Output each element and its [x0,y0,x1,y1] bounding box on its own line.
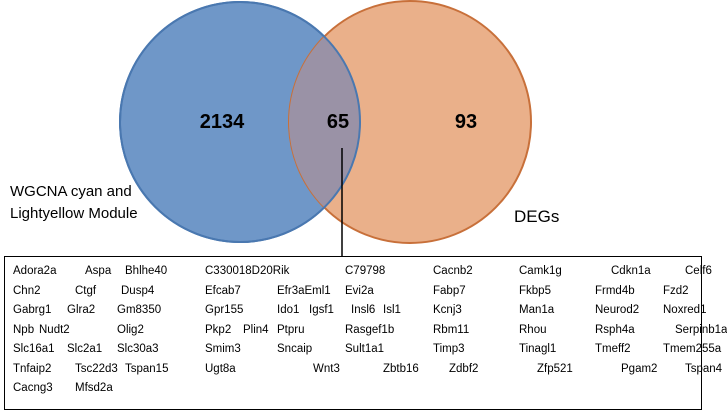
gene-name: Rhou [519,323,547,336]
gene-name: Gabrg1 [13,304,52,316]
set-b-label: DEGs [514,207,559,226]
gene-name: Cacng3 [13,382,53,394]
gene-name: Gpr155 [205,304,244,316]
gene-name: Tmem255a [663,343,722,355]
gene-name: Cacnb2 [433,265,473,277]
gene-name: Tspan4 [685,362,723,375]
gene-name: Insl6 [351,304,376,316]
gene-name: Mfsd2a [75,382,113,394]
overlap-count: 65 [327,111,349,133]
gene-name: Npb [13,323,35,336]
gene-name: Adora2a [13,265,57,277]
gene-name: Glra2 [67,304,96,316]
set-a-label-line-1: WGCNA cyan and [10,183,132,200]
gene-name: Bhlhe40 [125,265,168,277]
gene-name: Nudt2 [39,323,70,336]
only-a-count: 2134 [200,111,245,133]
gene-name: Rasgef1b [345,323,395,336]
gene-name: Wnt3 [313,362,340,375]
gene-name: Ptpru [277,323,305,336]
venn-diagram: 2134 65 93 WGCNA cyan and Lightyellow Mo… [10,0,559,257]
gene-name: Slc30a3 [117,343,159,355]
gene-name: Tsc22d3 [75,362,118,375]
gene-name: Pkp2 [205,323,232,336]
gene-name: Slc16a1 [13,343,55,355]
gene-name: Smim3 [205,343,241,355]
gene-name: Ido1 [277,304,300,316]
gene-name: Slc2a1 [67,343,103,355]
set-a-label-line-2: Lightyellow Module [10,205,138,222]
gene-name: Fabp7 [433,284,466,297]
gene-name: Dusp4 [121,284,155,297]
gene-name: Neurod2 [595,304,640,316]
gene-name: Isl1 [383,304,401,316]
gene-name: Chn2 [13,284,41,297]
gene-name: Celf6 [685,265,712,277]
gene-name: Pgam2 [621,362,658,375]
gene-name: Zbtb16 [383,362,419,375]
gene-name: Kcnj3 [433,304,462,316]
gene-name: Rsph4a [595,323,635,336]
gene-name: Fzd2 [663,284,689,297]
gene-name: Fkbp5 [519,284,551,297]
gene-name: Timp3 [433,343,465,355]
gene-name: Tinagl1 [519,343,557,355]
set-a-circle-edge [119,1,361,243]
gene-name: Ugt8a [205,362,236,375]
gene-name: Tspan15 [125,362,169,375]
only-b-count: 93 [455,111,477,133]
gene-name: Zdbf2 [449,362,479,375]
gene-name: Rbm11 [433,323,470,336]
gene-name: Plin4 [243,323,269,336]
gene-name: Igsf1 [309,304,334,316]
gene-name: Sult1a1 [345,343,385,355]
gene-name: Camk1g [519,265,562,277]
gene-name: C330018D20Rik [205,265,290,277]
gene-name: Tnfaip2 [13,362,52,375]
gene-name: Gm8350 [117,304,162,316]
gene-name: Sncaip [277,343,313,355]
gene-name: Efr3aEml1 [277,284,331,297]
gene-name: Serpinb1a [675,323,727,336]
gene-name: Olig2 [117,323,144,336]
gene-name: C79798 [345,265,386,277]
gene-name: Man1a [519,304,555,316]
gene-name: Noxred1 [663,304,707,316]
gene-name: Aspa [85,265,112,277]
gene-name: Cdkn1a [611,265,651,277]
gene-name: Efcab7 [205,284,241,297]
gene-name: Evi2a [345,284,374,297]
gene-name: Zfp521 [537,362,573,375]
gene-name: Tmeff2 [595,343,631,355]
gene-name: Frmd4b [595,284,635,297]
gene-name: Ctgf [75,284,97,297]
